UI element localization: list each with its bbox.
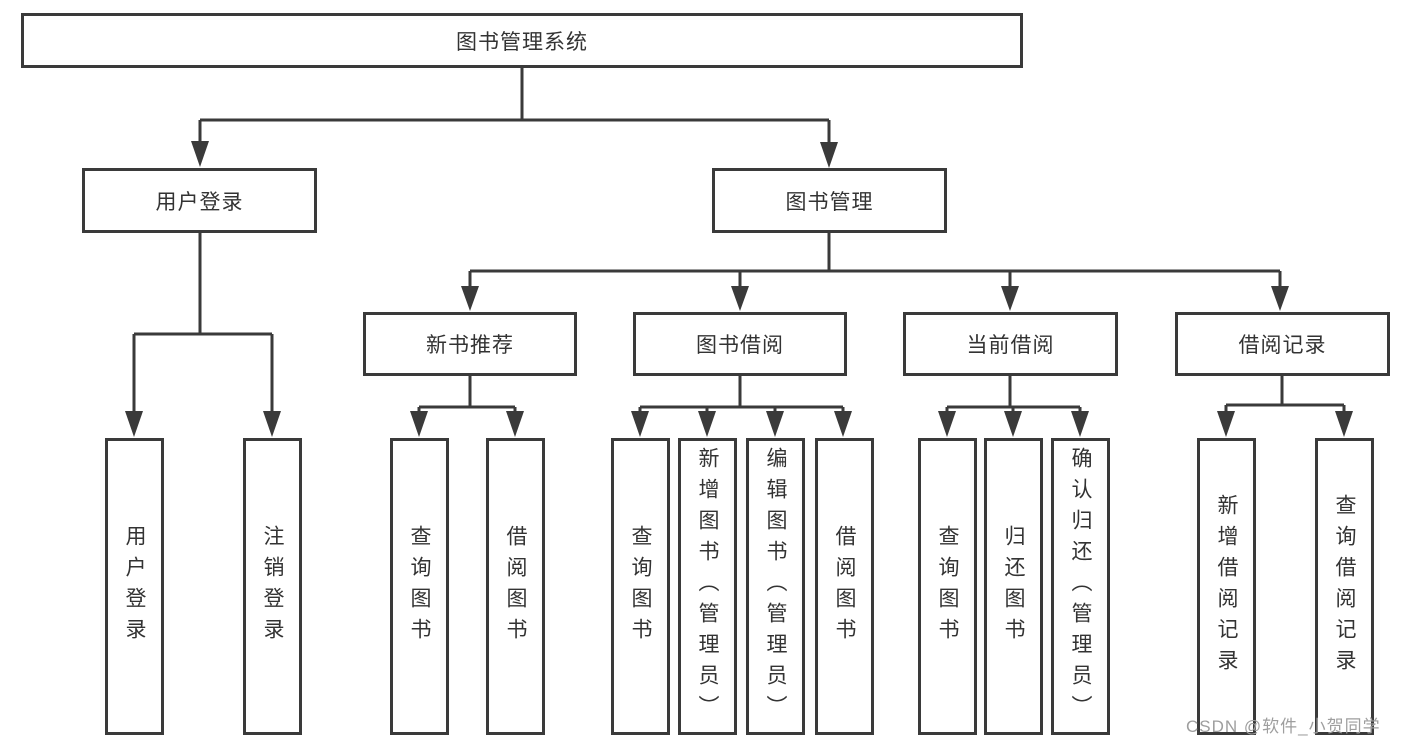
- connector-userlogin-to-leaves: [132, 233, 274, 414]
- leaf-confirm-return-admin: 确认归还（管理员）: [1051, 438, 1110, 735]
- leaf-label: 查询借阅记录: [1333, 493, 1356, 680]
- node-borrow-records: 借阅记录: [1175, 312, 1390, 376]
- leaf-query-books-current: 查询图书: [918, 438, 977, 735]
- leaf-label: 借阅图书: [833, 524, 856, 649]
- arrowheads-currentborrow-leaves: [938, 411, 1089, 437]
- node-label: 图书管理系统: [456, 30, 588, 54]
- node-label: 用户登录: [155, 190, 244, 214]
- arrowheads-userlogin-leaves: [125, 411, 281, 437]
- connector-root-to-level2: [198, 68, 831, 146]
- leaf-label: 新增借阅记录: [1215, 493, 1238, 680]
- leaf-edit-books-admin: 编辑图书（管理员）: [746, 438, 805, 735]
- leaf-query-borrow-record: 查询借阅记录: [1315, 438, 1374, 735]
- leaf-logout: 注销登录: [243, 438, 302, 735]
- connector-newbooks-to-leaves: [417, 376, 517, 414]
- leaf-add-books-admin: 新增图书（管理员）: [678, 438, 737, 735]
- node-label: 当前借阅: [966, 334, 1055, 357]
- leaf-label: 新增图书（管理员）: [696, 447, 719, 726]
- leaf-label: 编辑图书（管理员）: [764, 447, 787, 726]
- leaf-query-books-recommend: 查询图书: [390, 438, 449, 735]
- leaf-borrow-books-recommend: 借阅图书: [486, 438, 545, 735]
- node-label: 新书推荐: [426, 334, 514, 357]
- leaf-label: 借阅图书: [504, 524, 527, 649]
- leaf-label: 确认归还（管理员）: [1069, 447, 1092, 726]
- node-book-borrow: 图书借阅: [633, 312, 847, 376]
- leaf-borrow-books: 借阅图书: [815, 438, 874, 735]
- connector-bookborrow-to-leaves: [638, 376, 845, 414]
- arrowheads-level3: [461, 286, 1289, 311]
- leaf-label: 注销登录: [261, 524, 284, 649]
- leaf-label: 用户登录: [123, 524, 146, 649]
- arrowheads-level2: [191, 141, 838, 168]
- csdn-watermark: CSDN @软件_小贺同学: [1186, 717, 1381, 736]
- node-label: 借阅记录: [1238, 334, 1327, 357]
- leaf-return-books: 归还图书: [984, 438, 1043, 735]
- connector-currentborrow-to-leaves: [945, 376, 1082, 414]
- node-current-borrow: 当前借阅: [903, 312, 1118, 376]
- node-library-management-system: 图书管理系统: [21, 13, 1023, 68]
- leaf-add-borrow-record: 新增借阅记录: [1197, 438, 1256, 735]
- node-label: 图书借阅: [696, 334, 784, 357]
- connector-bookmgmt-to-level3: [468, 233, 1282, 290]
- leaf-label: 查询图书: [408, 524, 431, 649]
- leaf-query-books-borrow: 查询图书: [611, 438, 670, 735]
- node-user-login: 用户登录: [82, 168, 317, 233]
- arrowheads-newbooks-leaves: [410, 411, 524, 437]
- node-book-management: 图书管理: [712, 168, 947, 233]
- leaf-label: 查询图书: [936, 524, 959, 649]
- leaf-user-login: 用户登录: [105, 438, 164, 735]
- leaf-label: 归还图书: [1002, 524, 1025, 649]
- connector-borrowrecords-to-leaves: [1224, 376, 1346, 414]
- leaf-label: 查询图书: [629, 524, 652, 649]
- node-new-book-recommend: 新书推荐: [363, 312, 577, 376]
- arrowheads-bookborrow-leaves: [631, 411, 852, 437]
- node-label: 图书管理: [785, 190, 874, 214]
- arrowheads-borrowrecords-leaves: [1217, 411, 1353, 437]
